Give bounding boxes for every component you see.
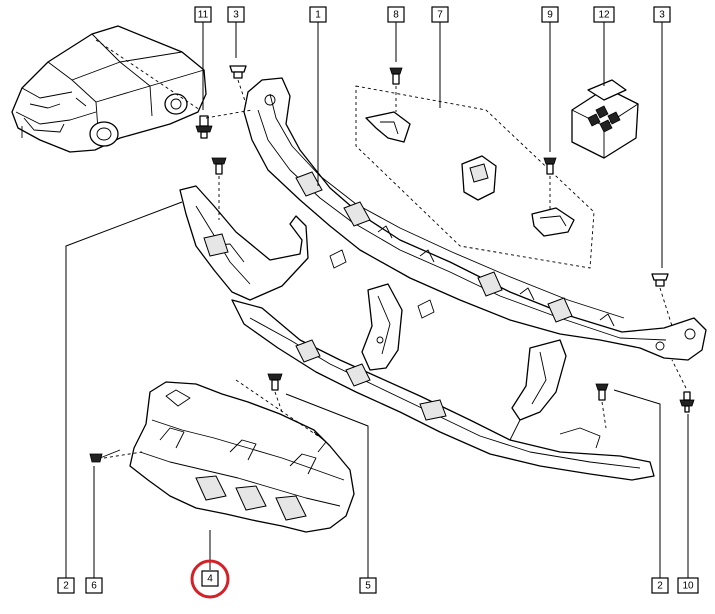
fastener-clip-10 — [679, 391, 695, 413]
vehicle-illustration — [11, 25, 207, 153]
callout-10: 10 — [677, 577, 699, 594]
callout-2-left: 2 — [57, 577, 75, 594]
callout-7-label: 7 — [437, 10, 443, 21]
callout-2-right-label: 2 — [657, 581, 663, 592]
assembly-lines — [103, 79, 687, 459]
fastener-clip-3-right — [651, 273, 669, 287]
callout-12-label: 12 — [598, 10, 610, 21]
fastener-bolt-5 — [267, 373, 283, 391]
callout-5: 5 — [359, 577, 377, 594]
fastener-bolt-2-right — [595, 383, 609, 401]
callout-4-label: 4 — [207, 574, 213, 585]
bracket-kit-part-7 — [355, 85, 595, 269]
callout-5-label: 5 — [365, 581, 371, 592]
callout-6: 6 — [85, 577, 103, 594]
callout-7: 7 — [431, 6, 449, 23]
callout-8-label: 8 — [393, 10, 399, 21]
callout-8: 8 — [387, 6, 405, 23]
upper-cross-member-part-1 — [243, 77, 707, 361]
callout-12: 12 — [593, 6, 615, 23]
callout-6-label: 6 — [91, 581, 97, 592]
callout-1-label: 1 — [315, 10, 321, 21]
front-frame-lower — [179, 185, 655, 481]
callout-9: 9 — [541, 6, 559, 23]
callout-2-right: 2 — [651, 577, 669, 594]
clip-box-part-12 — [571, 79, 639, 159]
callout-4: 4 — [201, 570, 219, 587]
fastener-bolt-9 — [543, 157, 557, 175]
fastener-bolt-2-top — [211, 157, 227, 175]
callout-3-right-label: 3 — [659, 10, 665, 21]
fastener-clip-11 — [195, 115, 213, 139]
callout-11: 11 — [194, 6, 212, 23]
callout-10-label: 10 — [682, 581, 694, 592]
callout-3-right: 3 — [653, 6, 671, 23]
callout-11-label: 11 — [198, 10, 209, 21]
fastener-clip-3-top — [229, 65, 247, 79]
callout-2-left-label: 2 — [63, 581, 69, 592]
fastener-bolt-8 — [389, 67, 403, 85]
leader-lines — [65, 22, 689, 578]
callout-3-top-label: 3 — [233, 10, 239, 21]
fastener-screw-6 — [89, 449, 121, 463]
callout-1: 1 — [309, 6, 327, 23]
air-deflector-part-4 — [129, 379, 355, 533]
highlight-circle — [190, 559, 230, 599]
callout-3-top: 3 — [227, 6, 245, 23]
callout-9-label: 9 — [547, 10, 553, 21]
